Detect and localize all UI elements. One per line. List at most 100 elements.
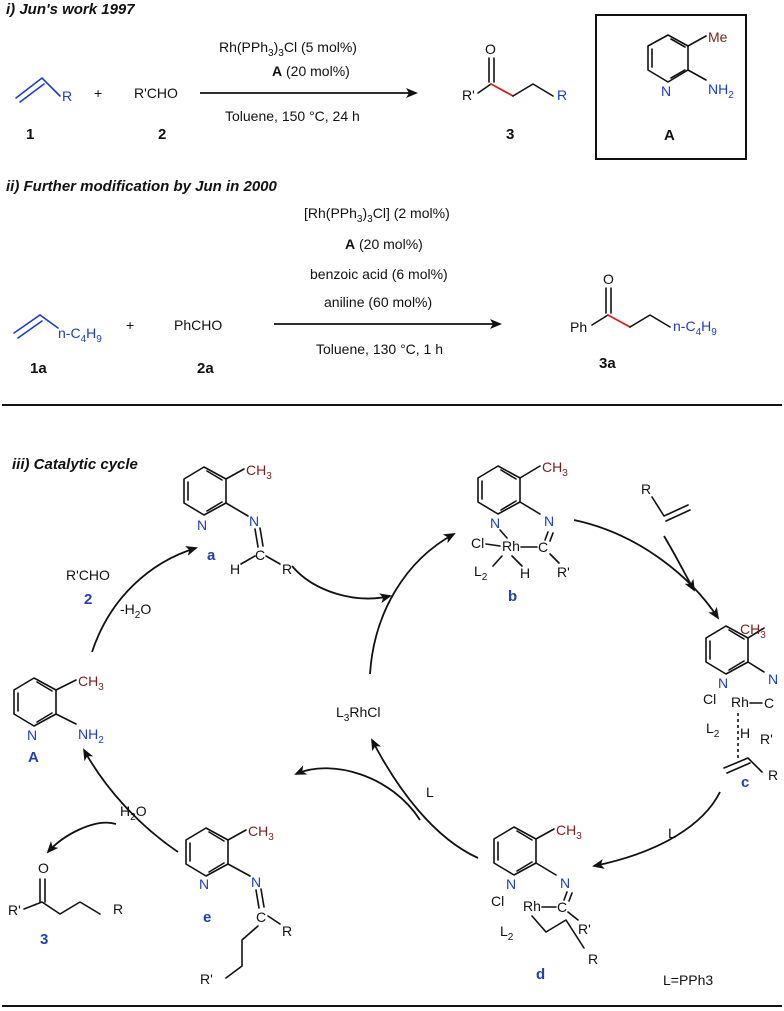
d-r-prime: R' (578, 921, 591, 937)
box-label-A: A (664, 127, 675, 144)
alkene-1a: n-C4H9 (13, 314, 102, 345)
section1-title: i) Jun's work 1997 (6, 1, 135, 18)
a-pyridine-n: N (197, 517, 207, 533)
c-chloride: Cl (703, 691, 716, 707)
label-a: a (207, 547, 216, 564)
arrow-to-product-3 (46, 821, 117, 854)
e-r-group: R (282, 923, 292, 939)
d-imine-n: N (560, 875, 570, 891)
product-3-oxygen: O (485, 41, 496, 57)
a-r-group: R (282, 561, 292, 577)
c-methyl: CH3 (740, 621, 766, 641)
section2-label-1a: 1a (30, 360, 47, 377)
arrow-to-b (369, 533, 456, 675)
b-hydride: H (520, 565, 530, 581)
e-r-prime: R' (200, 971, 213, 987)
e-methyl: CH3 (248, 823, 274, 843)
e-imine-carbon: C (256, 909, 266, 925)
arrow-c-to-d (592, 791, 721, 869)
b-rhodium: Rh (502, 538, 520, 554)
c-carbon: C (764, 695, 774, 711)
structure-b-rh-hydride: N CH3 N Cl Rh C R' H L2 b (471, 459, 570, 605)
A-methyl: CH3 (78, 673, 104, 693)
section2-reagent-acid: benzoic acid (6 mol%) (310, 266, 448, 282)
structure-a-imine: N CH3 N C H R a (183, 462, 292, 577)
cycle-product-3-r-prime: R' (8, 902, 21, 918)
c-hydride: H (740, 725, 750, 741)
b-r-prime: R' (557, 564, 570, 580)
label-b: b (508, 588, 517, 605)
section2-reagent-aniline: aniline (60 mol%) (324, 294, 432, 310)
a-imine-carbon: C (255, 547, 265, 563)
step-aldehyde: R'CHO (66, 567, 110, 583)
section2-conditions: Toluene, 130 °C, 1 h (316, 341, 443, 357)
product-3a-substituent: n-C4H9 (673, 318, 717, 338)
label-3-cycle: 3 (40, 931, 48, 948)
arrow-alkene-in (663, 535, 695, 592)
b-imine-n: N (544, 513, 554, 529)
catalyst-label: L3RhCl (336, 704, 380, 724)
cycle-product-3: O R' R 3 (8, 860, 123, 948)
section2-label-2a: 2a (197, 360, 214, 377)
section2-title: ii) Further modification by Jun in 2000 (6, 178, 278, 195)
c-imine-n: N (768, 671, 778, 687)
product-3-r: R (557, 87, 567, 103)
product-3a-oxygen: O (603, 271, 614, 287)
section2-aldehyde: PhCHO (174, 317, 222, 333)
ligand-A-box: N Me NH2 A (595, 14, 747, 160)
section1-label-3: 3 (506, 126, 514, 143)
alkene-reagent: R (641, 481, 691, 522)
cycle-product-3-r: R (113, 901, 123, 917)
arrow-b-to-c (573, 519, 720, 620)
arrow-d-to-e (294, 765, 421, 821)
box-methyl: Me (708, 29, 728, 45)
alkene-1a-substituent: n-C4H9 (58, 325, 102, 345)
label-d: d (536, 966, 545, 983)
section2-plus: + (126, 317, 134, 333)
section1-label-2: 2 (158, 126, 166, 143)
section2-reagent-ligand: A (20 mol%) (345, 236, 423, 252)
product-3: R' O R (462, 41, 567, 103)
b-carbon: C (538, 539, 548, 555)
c-rhodium: Rh (731, 694, 749, 710)
section1-plus: + (94, 85, 102, 101)
alkene-1: R (15, 76, 72, 104)
b-methyl: CH3 (542, 459, 568, 479)
section1-conditions: Toluene, 150 °C, 24 h (225, 108, 360, 124)
product-3a-phenyl: Ph (570, 319, 587, 335)
label-A-cycle: A (28, 749, 39, 766)
arrow-A-to-a (91, 546, 198, 653)
d-methyl: CH3 (556, 822, 582, 842)
box-pyridine-n: N (661, 83, 671, 99)
structure-A-aminopyridine: N CH3 NH2 A (13, 673, 104, 766)
product-3a: Ph O n-C4H9 (570, 271, 717, 338)
structure-d-alkyl-complex: N CH3 N Cl Rh C R' L2 R d (491, 822, 598, 983)
section1-label-1: 1 (26, 126, 34, 143)
d-rhodium: Rh (523, 898, 541, 914)
d-r-group: R (588, 951, 598, 967)
a-hydrogen: H (230, 561, 240, 577)
label-c: c (741, 774, 749, 791)
b-ligand: L2 (474, 563, 488, 583)
A-amino: NH2 (78, 726, 104, 746)
c-pyridine-n: N (718, 675, 728, 691)
box-amino: NH2 (708, 81, 734, 101)
d-chloride: Cl (491, 893, 504, 909)
d-ligand: L2 (500, 923, 514, 943)
section2-reagent-catalyst: [Rh(PPh3)3Cl] (2 mol%) (304, 205, 450, 225)
section1-reagent-catalyst: Rh(PPh3)3Cl (5 mol%) (219, 39, 357, 59)
e-imine-n: N (251, 874, 261, 890)
label-e: e (203, 909, 211, 926)
ligand-legend: L=PPh3 (663, 972, 713, 988)
A-pyridine-n: N (27, 727, 37, 743)
alkene-1-r-label: R (62, 88, 72, 104)
section1-reagent-ligand: A (20 mol%) (272, 63, 350, 79)
step-water-loss: -H2O (120, 601, 151, 621)
step-ligand-right: L (668, 825, 676, 841)
b-pyridine-n: N (490, 515, 500, 531)
c-alkene-r: R (768, 767, 778, 783)
product-3-r-prime: R' (462, 87, 475, 103)
d-pyridine-n: N (506, 876, 516, 892)
b-chloride: Cl (471, 535, 484, 551)
cycle-product-3-oxygen: O (38, 860, 49, 876)
